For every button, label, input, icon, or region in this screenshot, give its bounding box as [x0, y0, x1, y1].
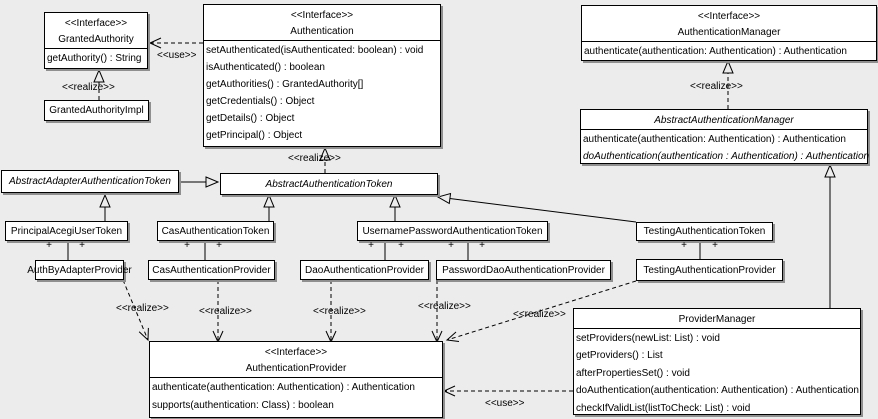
- association-plus: +: [448, 240, 454, 251]
- class-abstract-authentication-manager[interactable]: AbstractAuthenticationManager authentica…: [580, 109, 870, 164]
- class-stereotype: <<Interface>>: [290, 10, 354, 21]
- class-name: AbstractAuthenticationManager: [654, 115, 794, 126]
- method: afterPropertiesSet() : void: [576, 367, 690, 379]
- class-name: AuthenticationManager: [677, 27, 781, 38]
- method: setProviders(newList: List) : void: [576, 333, 720, 344]
- class-name: TestingAuthenticationProvider: [643, 264, 776, 276]
- class-username-password-authentication-token[interactable]: UsernamePasswordAuthenticationToken: [357, 221, 548, 241]
- realize-authbyadapter-to-provider-interface: [122, 279, 149, 342]
- method: authenticate(authentication: Authenticat…: [583, 134, 846, 145]
- class-name: GrantedAuthority: [58, 34, 134, 45]
- class-name: ProviderManager: [678, 314, 756, 325]
- association-plus: +: [216, 240, 222, 251]
- method: doAuthentication(authentication: Authent…: [576, 385, 859, 397]
- class-cas-authentication-provider[interactable]: CasAuthenticationProvider: [148, 260, 275, 280]
- class-abstract-authentication-token[interactable]: AbstractAuthenticationToken: [220, 173, 438, 195]
- class-name: AbstractAuthenticationToken: [265, 178, 393, 190]
- realize-label: <<realize>>: [418, 301, 471, 312]
- generalization-testing-token-to-abstract-token: [436, 192, 637, 223]
- realize-label: <<realize>>: [199, 306, 252, 317]
- class-stereotype: <<Interface>>: [64, 18, 128, 29]
- class-granted-authority-impl[interactable]: GrantedAuthorityImpl: [44, 100, 149, 121]
- method: setAuthenticated(isAuthenticated: boolea…: [206, 45, 424, 56]
- association-plus: +: [79, 240, 85, 251]
- association-plus: +: [681, 240, 687, 251]
- realize-testing-provider-to-provider-interface: [445, 280, 637, 342]
- class-name: AbstractAdapterAuthenticationToken: [9, 176, 171, 187]
- class-authentication[interactable]: <<Interface>> Authentication setAuthenti…: [203, 4, 441, 147]
- class-stereotype: <<Interface>>: [697, 11, 761, 22]
- association-plus: +: [398, 240, 404, 251]
- method: isAuthenticated() : boolean: [206, 62, 325, 73]
- realize-label: <<realize>>: [313, 306, 366, 317]
- class-testing-authentication-provider[interactable]: TestingAuthenticationProvider: [636, 259, 783, 281]
- class-cas-authentication-token[interactable]: CasAuthenticationToken: [157, 221, 274, 241]
- class-name: CasAuthenticationProvider: [152, 264, 271, 276]
- class-name: GrantedAuthorityImpl: [49, 105, 144, 116]
- association-plus: +: [368, 240, 374, 251]
- association-plus: +: [184, 240, 190, 251]
- realize-label: <<realize>>: [288, 153, 341, 164]
- class-testing-authentication-token[interactable]: TestingAuthenticationToken: [636, 222, 773, 241]
- method: getProviders() : List: [576, 350, 663, 362]
- class-granted-authority[interactable]: <<Interface>> GrantedAuthority getAuthor…: [44, 12, 148, 69]
- method: getDetails() : Object: [206, 113, 295, 124]
- class-authentication-manager[interactable]: <<Interface>> AuthenticationManager auth…: [581, 5, 877, 61]
- class-abstract-adapter-authentication-token[interactable]: AbstractAdapterAuthenticationToken: [1, 170, 179, 193]
- class-password-dao-authentication-provider[interactable]: PasswordDaoAuthenticationProvider: [436, 260, 611, 280]
- class-stereotype: <<Interface>>: [264, 347, 328, 358]
- class-name: TestingAuthenticationToken: [643, 226, 766, 237]
- realize-label: <<realize>>: [62, 82, 115, 93]
- class-authentication-provider[interactable]: <<Interface>> AuthenticationProvider aut…: [149, 341, 443, 418]
- realize-label: <<realize>>: [690, 81, 743, 92]
- class-name: DaoAuthenticationProvider: [305, 264, 424, 276]
- class-principal-acegi-user-token[interactable]: PrincipalAcegiUserToken: [5, 221, 128, 241]
- method: authenticate(authentication: Authenticat…: [152, 382, 415, 393]
- use-label: <<use>>: [485, 398, 525, 409]
- method: getAuthorities() : GrantedAuthority[]: [206, 79, 364, 90]
- method: checkIfValidList(listToCheck: List) : vo…: [576, 402, 751, 414]
- association-plus: +: [479, 240, 485, 251]
- use-label: <<use>>: [157, 50, 197, 61]
- association-plus: +: [46, 240, 52, 251]
- class-auth-by-adapter-provider[interactable]: AuthByAdapterProvider: [27, 260, 132, 280]
- method: authenticate(authentication: Authenticat…: [584, 46, 847, 57]
- class-name: AuthByAdapterProvider: [27, 264, 132, 276]
- class-provider-manager[interactable]: ProviderManager setProviders(newList: Li…: [573, 308, 861, 415]
- method: getPrincipal() : Object: [206, 130, 303, 141]
- class-name: PasswordDaoAuthenticationProvider: [442, 264, 605, 276]
- association-plus: +: [712, 240, 718, 251]
- class-name: PrincipalAcegiUserToken: [10, 225, 123, 237]
- method: getAuthority() : String: [47, 53, 142, 64]
- class-name: Authentication: [290, 26, 354, 37]
- class-name: AuthenticationProvider: [245, 363, 347, 374]
- realize-label: <<realize>>: [513, 309, 566, 320]
- class-name: CasAuthenticationToken: [161, 225, 270, 237]
- method: supports(authentication: Class) : boolea…: [152, 400, 334, 411]
- method-abstract: doAuthentication(authentication : Authen…: [583, 151, 870, 162]
- method: getCredentials() : Object: [206, 96, 315, 107]
- realize-label: <<realize>>: [116, 303, 169, 314]
- class-name: UsernamePasswordAuthenticationToken: [362, 225, 543, 237]
- class-dao-authentication-provider[interactable]: DaoAuthenticationProvider: [300, 260, 429, 280]
